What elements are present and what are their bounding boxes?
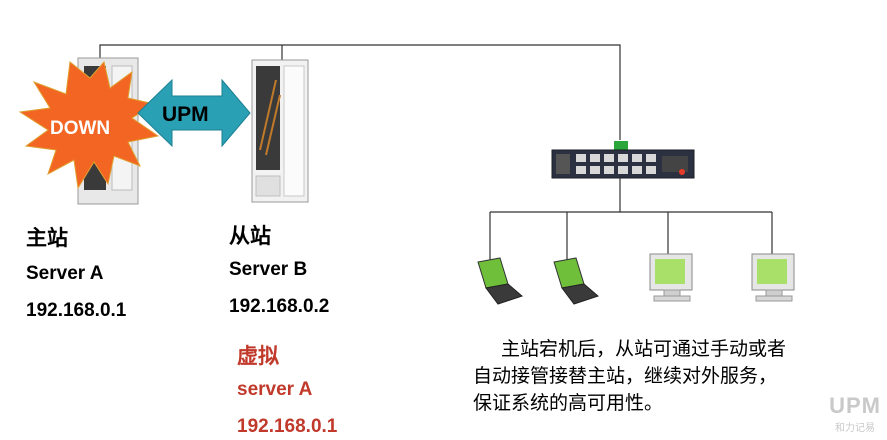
upm-arrow-icon [137,78,251,148]
watermark-logo: UPM [829,393,881,418]
monitor-icon [649,253,693,302]
monitor-icon [751,253,795,302]
laptop-icon [553,257,599,305]
primary-server-name: Server A [26,263,104,284]
description-line: 保证系统的高可用性。 [473,392,664,414]
down-label: DOWN [50,118,111,139]
network-switch-icon [551,141,695,179]
description-line: 自动接管接替主站，继续对外服务， [473,365,778,387]
failover-description: 主站宕机后，从站可通过手动或者 自动接管接替主站，继续对外服务， 保证系统的高可… [473,336,873,417]
laptop-icon [477,257,523,305]
server-b-icon [251,59,309,203]
watermark: UPM 和力记易 [829,393,881,434]
network-bus [99,44,773,262]
primary-title: 主站 [26,226,68,250]
standby-ip: 192.168.0.2 [229,296,330,317]
upm-label: UPM [162,103,209,126]
watermark-subtitle: 和力记易 [835,423,876,434]
standby-title: 从站 [229,224,271,248]
standby-server-name: Server B [229,259,308,280]
down-burst-icon [18,60,160,190]
description-line: 主站宕机后，从站可通过手动或者 [501,338,787,360]
virtual-title: 虚拟 [237,344,279,368]
virtual-ip: 192.168.0.1 [237,416,338,437]
primary-ip: 192.168.0.1 [26,300,127,321]
virtual-server-name: server A [237,379,313,400]
